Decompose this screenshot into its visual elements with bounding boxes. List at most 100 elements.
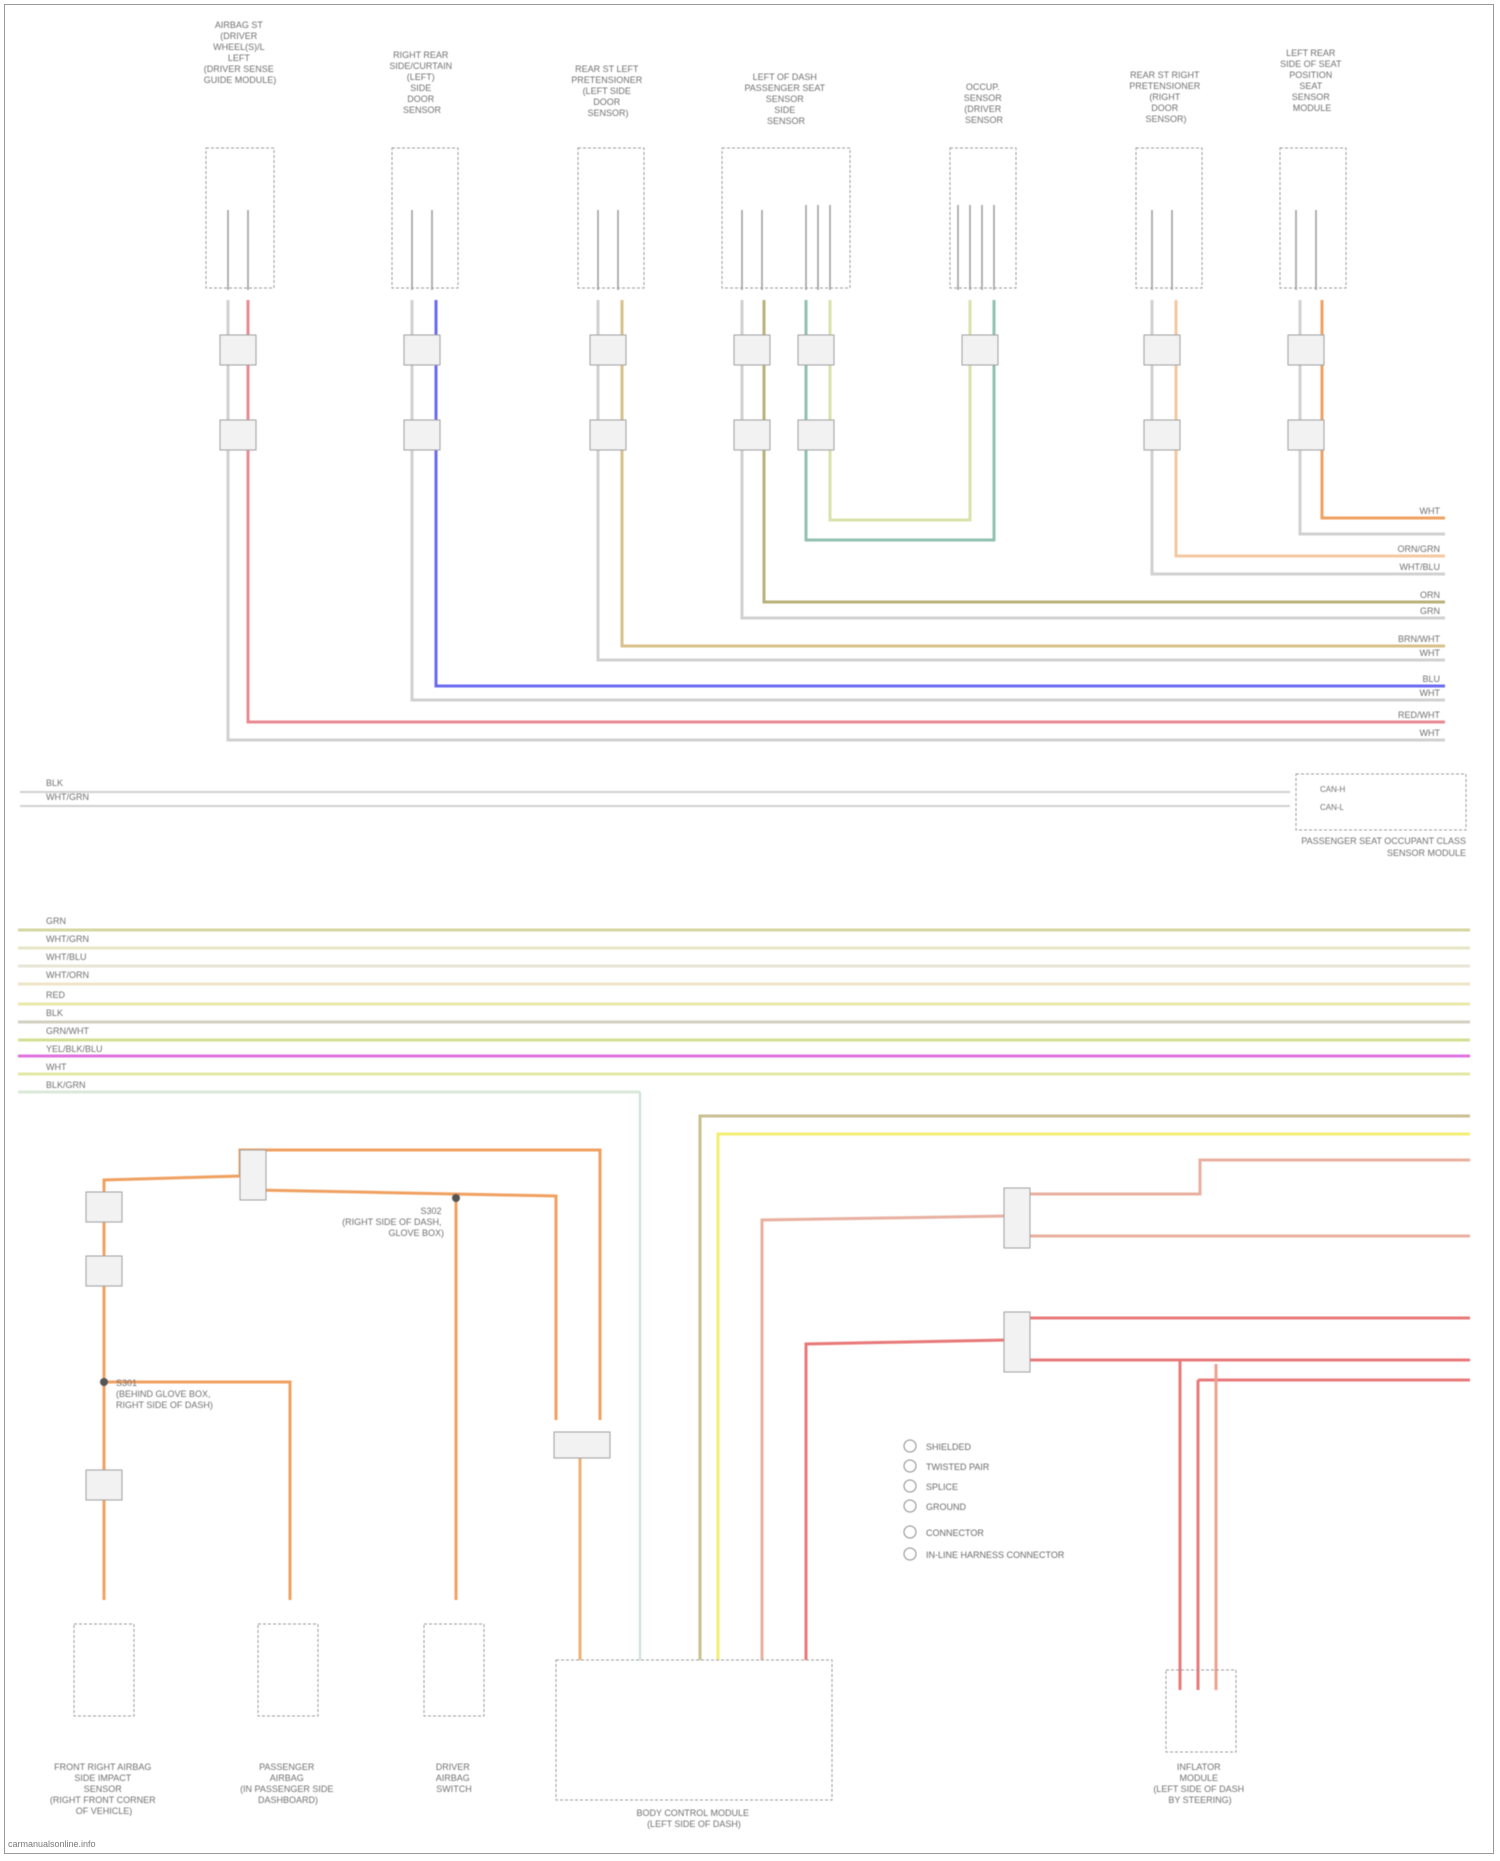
svg-text:OCCUP. SENSOR (DRI: OCCUP. SENSOR (DRIVER SENSOR <box>964 82 1005 125</box>
bus-label-2: WHT/BLU <box>1400 562 1441 572</box>
c1-label-1: (DRIVER <box>220 31 258 41</box>
splice2-l0: S302 <box>420 1206 441 1216</box>
b4-l0: BODY CONTROL MODULE <box>636 1808 749 1818</box>
bb-label-5: BLK <box>46 1008 63 1018</box>
bb-label-9: BLK/GRN <box>46 1080 86 1090</box>
b1-box <box>74 1624 134 1716</box>
legend-twisted-icon <box>904 1460 916 1472</box>
c5-label-1: SENSOR <box>964 93 1003 103</box>
b3-box <box>424 1624 484 1716</box>
b2-box <box>258 1624 318 1716</box>
c5-label-0: OCCUP. <box>966 82 1000 92</box>
b3-l1: AIRBAG <box>436 1773 470 1783</box>
mid-left-label-1: WHT/GRN <box>46 792 89 802</box>
b3-l0: DRIVER <box>436 1762 471 1772</box>
c4-label-3: SIDE <box>774 105 795 115</box>
b4-box <box>556 1660 832 1800</box>
c6-label-3: DOOR <box>1151 103 1179 113</box>
occupant-label-0: PASSENGER SEAT OCCUPANT CLASS <box>1301 836 1466 846</box>
top-pin-stubs <box>228 205 1316 290</box>
svg-text:FRONT RIGHT AIRBAG SIDE: FRONT RIGHT AIRBAG SIDE IMPACT SENSOR (R… <box>50 1762 158 1816</box>
c2-box <box>392 148 458 288</box>
c1-label-5: GUIDE MODULE) <box>204 75 277 85</box>
b1-l0: FRONT RIGHT AIRBAG <box>54 1762 151 1772</box>
b2-l2: (IN PASSENGER SIDE <box>240 1784 333 1794</box>
c4-label-1: PASSENGER SEAT <box>744 83 825 93</box>
legend-ground-icon <box>904 1500 916 1512</box>
c5-label-2: (DRIVER <box>964 104 1002 114</box>
occupant-label-1: SENSOR MODULE <box>1387 848 1466 858</box>
c6-label-2: (RIGHT <box>1149 92 1180 102</box>
legend: SHIELDED TWISTED PAIR SPLICE GROUND CONN… <box>904 1440 1065 1560</box>
c2-label-4: DOOR <box>407 94 435 104</box>
splice-labels: S301 (BEHIND GLOVE BOX, RIGHT SIDE OF DA… <box>116 1206 444 1410</box>
legend-4: CONNECTOR <box>926 1528 984 1538</box>
c1-label-0: AIRBAG ST <box>215 20 264 30</box>
c2-label-0: RIGHT REAR <box>393 50 449 60</box>
b1-l2: SENSOR <box>84 1784 123 1794</box>
splice2-l1: (RIGHT SIDE OF DASH, <box>342 1217 441 1227</box>
c6-label-1: PRETENSIONER <box>1129 81 1201 91</box>
legend-inline-connector-icon <box>904 1548 916 1560</box>
b5-l3: BY STEERING) <box>1168 1795 1231 1805</box>
bottom-component-boxes <box>74 1624 1236 1800</box>
watermark: carmanualsonline.info <box>8 1839 96 1849</box>
legend-5: IN-LINE HARNESS CONNECTOR <box>926 1550 1065 1560</box>
b5-l2: (LEFT SIDE OF DASH <box>1153 1784 1244 1794</box>
c7-label-4: SENSOR <box>1292 92 1331 102</box>
bus-label-7: BLU <box>1422 674 1440 684</box>
legend-2: SPLICE <box>926 1482 958 1492</box>
legend-connector-icon <box>904 1526 916 1538</box>
c3-box <box>578 148 644 288</box>
svg-text:AIRBAG ST (DRIVER: AIRBAG ST (DRIVER WHEEL(S)/L LEFT (DRIVE… <box>204 20 277 85</box>
svg-text:REAR ST LEFT PRETENSIONE: REAR ST LEFT PRETENSIONER (LEFT SIDE DOO… <box>571 64 645 118</box>
c6-label-4: SENSOR) <box>1145 114 1186 124</box>
b2-l0: PASSENGER <box>259 1762 315 1772</box>
bb-label-1: WHT/GRN <box>46 934 89 944</box>
c3-label-0: REAR ST LEFT <box>575 64 639 74</box>
c4-box <box>722 148 850 288</box>
middle-connector-row: BLK WHT/GRN CAN-H CAN-L PASSENGER SEAT O… <box>20 774 1466 858</box>
legend-shielded-icon <box>904 1440 916 1452</box>
c7-label-1: SIDE OF SEAT <box>1280 59 1342 69</box>
legend-1: TWISTED PAIR <box>926 1462 990 1472</box>
c5-label-3: SENSOR <box>965 115 1004 125</box>
bus-label-1: ORN/GRN <box>1398 544 1441 554</box>
top-inline-connectors <box>220 335 1324 450</box>
wire-c4-a <box>742 300 1445 618</box>
c3-label-4: SENSOR) <box>587 108 628 118</box>
wire-c4-d-lightgreen <box>830 300 970 520</box>
c4-label-4: SENSOR <box>767 116 806 126</box>
bus-label-6: WHT <box>1420 648 1441 658</box>
bottom-component-labels: FRONT RIGHT AIRBAG SIDE IMPACT SENSOR (R… <box>50 1762 1247 1829</box>
mid-left-label-0: BLK <box>46 778 63 788</box>
occupant-sensor-box <box>1296 774 1466 830</box>
c3-label-3: DOOR <box>593 97 621 107</box>
bus-label-4: GRN <box>1420 606 1440 616</box>
svg-text:LEFT OF DASH PASSENGER S: LEFT OF DASH PASSENGER SEAT SENSOR SIDE … <box>744 72 827 126</box>
b5-l0: INFLATOR <box>1177 1762 1221 1772</box>
legend-splice-icon <box>904 1480 916 1492</box>
splice1-l1: (BEHIND GLOVE BOX, <box>116 1389 211 1399</box>
occupant-pin-0: CAN-H <box>1320 785 1346 794</box>
svg-text:REAR ST RIGHT PRETENSION: REAR ST RIGHT PRETENSIONER (RIGHT DOOR S… <box>1129 70 1203 124</box>
bb-label-3: WHT/ORN <box>46 970 89 980</box>
c7-label-3: SEAT <box>1299 81 1322 91</box>
b3-l2: SWITCH <box>436 1784 472 1794</box>
b5-l1: MODULE <box>1179 1773 1218 1783</box>
occupant-pin-1: CAN-L <box>1320 803 1345 812</box>
bb-label-4: RED <box>46 990 66 1000</box>
c2-label-5: SENSOR <box>403 105 442 115</box>
c1-box <box>206 148 274 288</box>
c7-box <box>1280 148 1346 288</box>
c4-label-2: SENSOR <box>766 94 805 104</box>
splice2-l2: GLOVE BOX) <box>388 1228 444 1238</box>
bb-label-2: WHT/BLU <box>46 952 87 962</box>
c7-label-0: LEFT REAR <box>1286 48 1336 58</box>
splice1-l2: RIGHT SIDE OF DASH) <box>116 1400 213 1410</box>
svg-text:INFLATOR MODULE (L: INFLATOR MODULE (LEFT SIDE OF DASH BY ST… <box>1153 1762 1246 1805</box>
c6-label-0: REAR ST RIGHT <box>1130 70 1200 80</box>
svg-text:RIGHT REAR SIDE/CURTAIN: RIGHT REAR SIDE/CURTAIN (LEFT) SIDE DOOR… <box>389 50 454 115</box>
bus-label-9: RED/WHT <box>1398 710 1440 720</box>
